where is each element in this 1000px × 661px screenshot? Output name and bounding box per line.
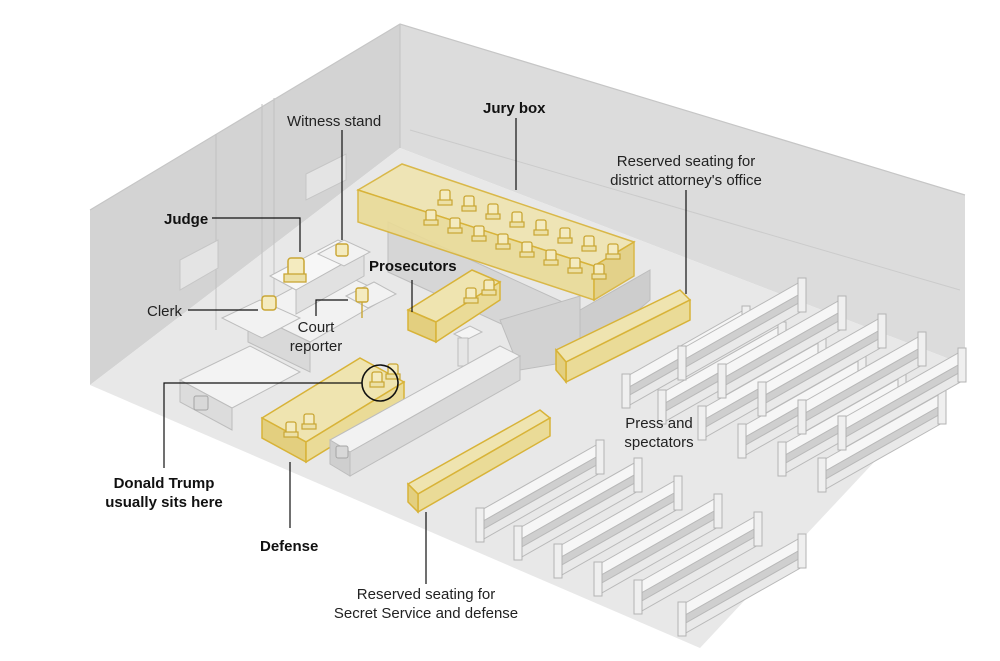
defense-label: Defense (260, 538, 319, 555)
press-spectators-label: Press and spectators (614, 414, 704, 452)
court-reporter-line2: reporter (289, 338, 343, 355)
ss-seating-line2: Secret Service and defense (333, 605, 519, 622)
ss-seating-label: Reserved seating for Secret Service and … (324, 585, 528, 623)
clerk-label: Clerk (147, 303, 183, 320)
ss-reserved-seating (406, 409, 552, 514)
da-reserved-seating (554, 289, 692, 385)
judge-label: Judge (164, 211, 209, 228)
jury-box (356, 163, 636, 302)
press-line1: Press and (625, 415, 693, 432)
jury-box-label: Jury box (483, 100, 546, 117)
prosecutors-table (406, 269, 502, 344)
da-seating-label: Reserved seating for district attorney's… (596, 152, 776, 190)
back-wall-left (90, 24, 400, 385)
trump-line1: Donald Trump (113, 475, 215, 492)
leader-lines (163, 118, 687, 584)
ss-seating-line1: Reserved seating for (356, 586, 496, 603)
witness-stand-label: Witness stand (287, 113, 382, 130)
court-reporter-label: Court reporter (286, 318, 346, 356)
da-seating-line2: district attorney's office (610, 172, 762, 189)
back-wall-right (400, 24, 965, 365)
prosecutors-label: Prosecutors (369, 258, 457, 275)
da-seating-line1: Reserved seating for (616, 153, 756, 170)
court-reporter-line1: Court (297, 319, 335, 336)
press-line2: spectators (624, 434, 694, 451)
trump-seat-label: Donald Trump usually sits here (100, 474, 228, 512)
trump-line2: usually sits here (105, 494, 223, 511)
